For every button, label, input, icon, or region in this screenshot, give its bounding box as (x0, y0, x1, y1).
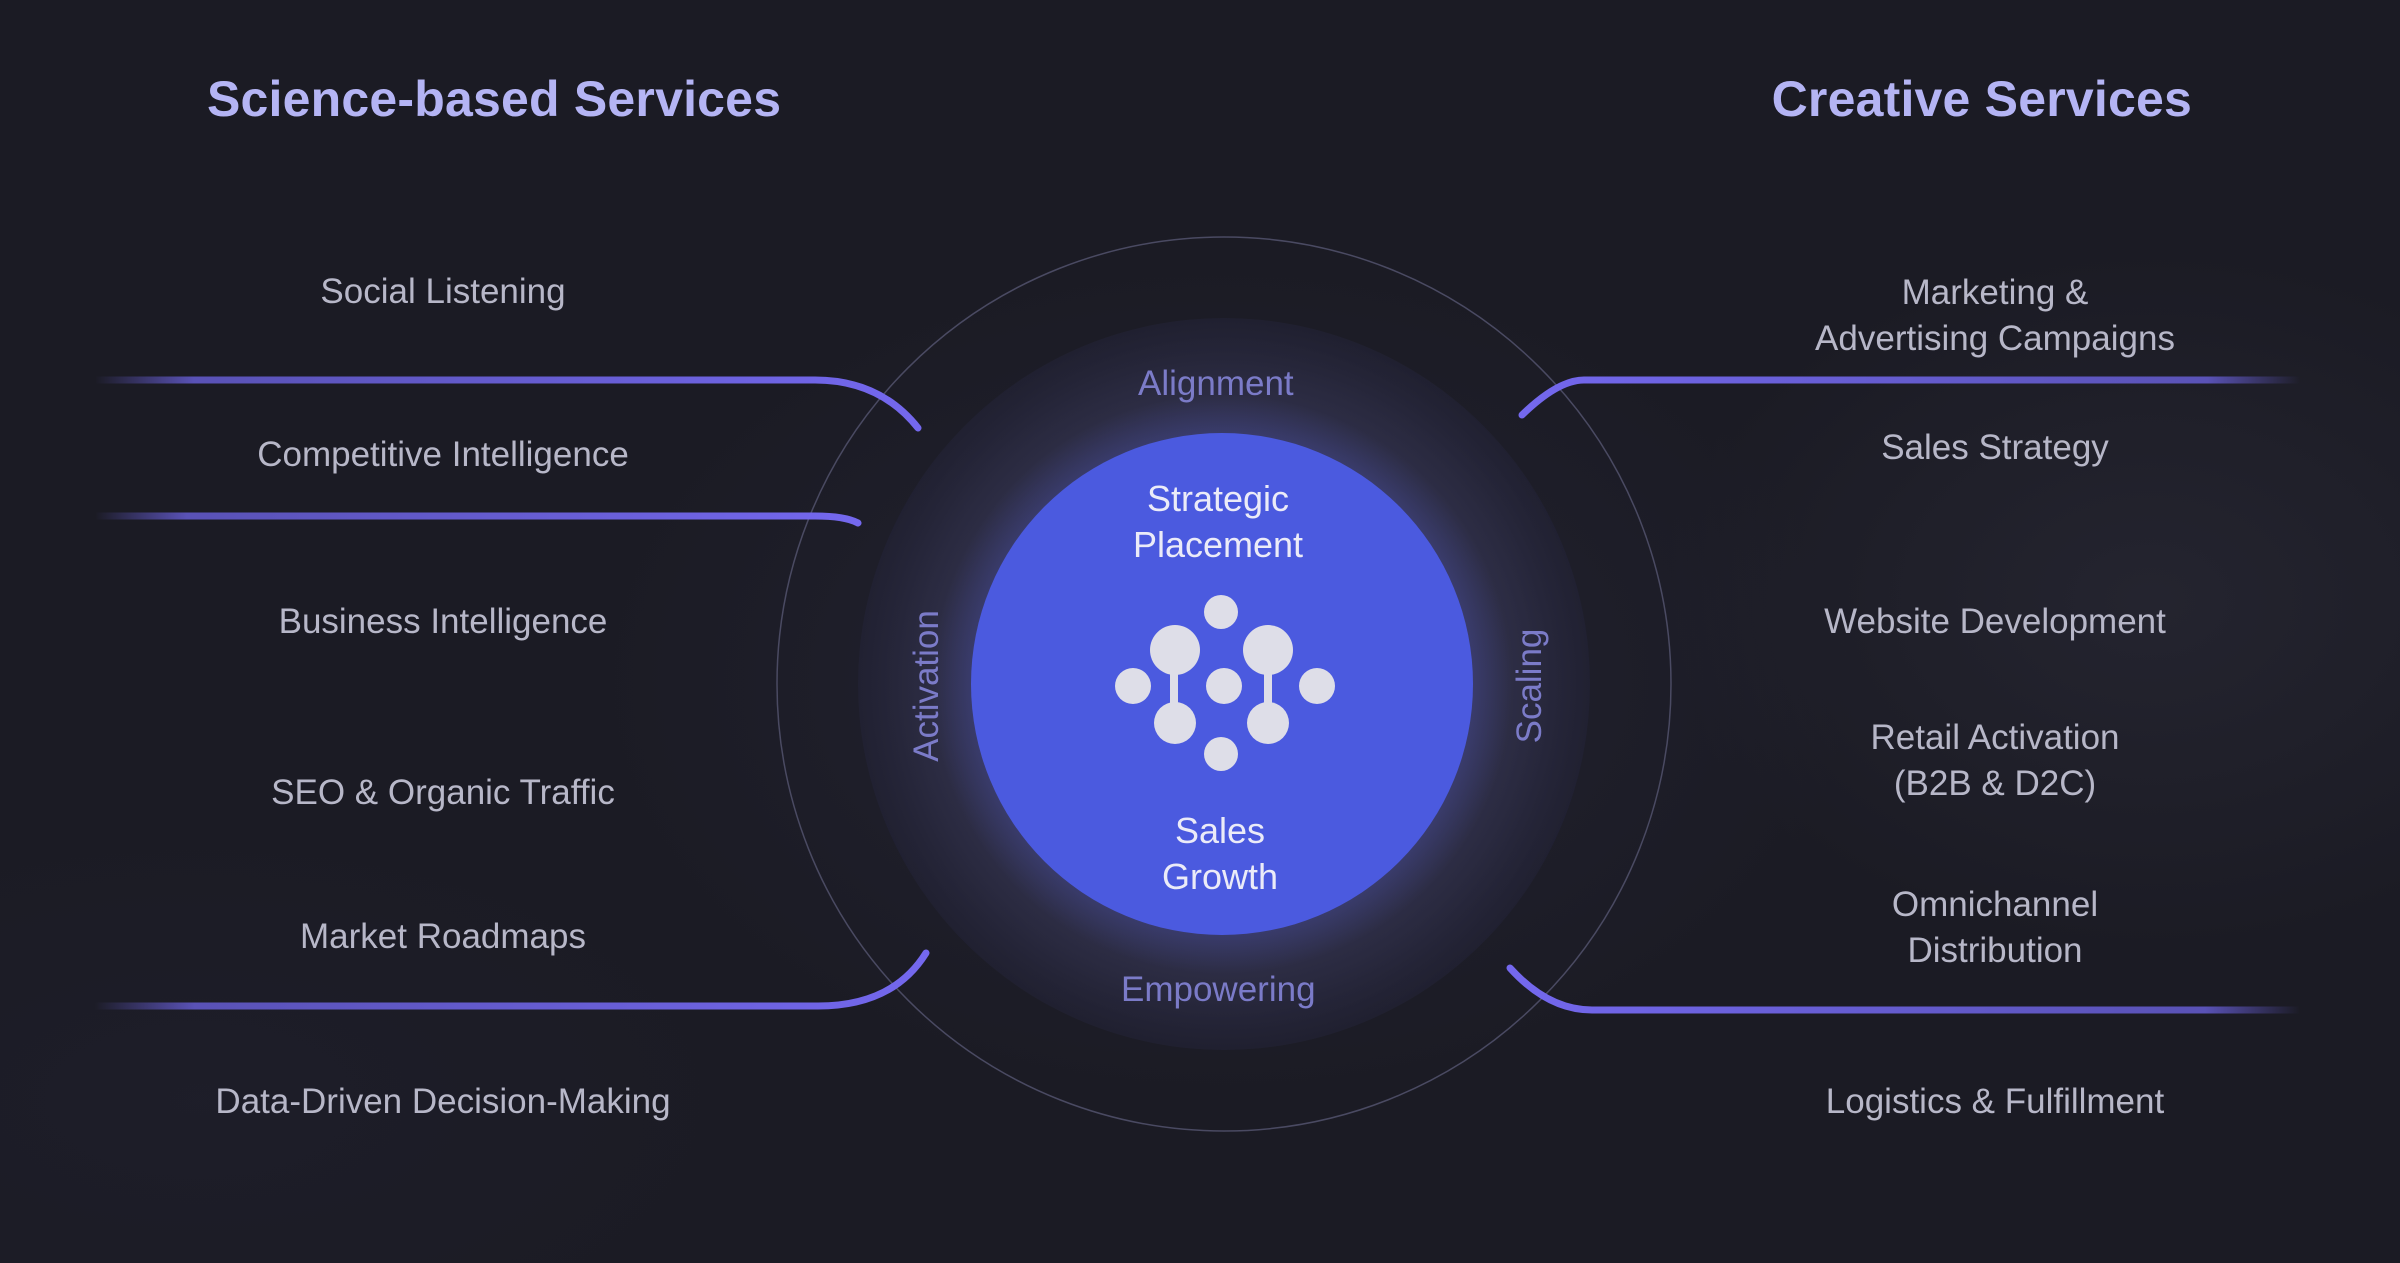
ring-label-activation: Activation (907, 610, 946, 762)
connector-line-1 (91, 376, 922, 432)
ring-label-scaling: Scaling (1510, 628, 1549, 744)
core-bottom-label: Sales Growth (1161, 810, 1279, 897)
creative-service-logistics-fulfillment: Logistics & Fulfillment (1825, 1082, 2165, 1121)
science-connector-lines (91, 376, 930, 1010)
ring-label-alignment: Alignment (1138, 364, 1294, 403)
creative-connector-lines (1506, 376, 2304, 1014)
science-service-business-intelligence: Business Intelligence (278, 602, 608, 641)
science-service-competitive-intelligence: Competitive Intelligence (257, 435, 629, 474)
connector-line-5 (91, 949, 930, 1010)
science-service-seo-organic-traffic: SEO & Organic Traffic (271, 773, 615, 812)
connector-line-6 (1518, 376, 2304, 419)
connector-line-10 (1506, 964, 2304, 1014)
core-top-label: Strategic Placement (1132, 478, 1304, 565)
ring-label-empowering: Empowering (1121, 970, 1316, 1009)
connector-line-2 (91, 512, 862, 527)
science-services-heading: Science-based Services (207, 71, 782, 127)
creative-service-marketing-advertising: Marketing & Advertising Campaigns (1815, 273, 2175, 358)
creative-services-heading: Creative Services (1771, 71, 2192, 127)
science-service-social-listening: Social Listening (320, 272, 566, 311)
creative-service-retail-activation: Retail Activation (B2B & D2C) (1870, 718, 2120, 803)
science-service-market-roadmaps: Market Roadmaps (300, 917, 586, 956)
creative-service-omnichannel-distribution: Omnichannel Distribution (1891, 885, 2099, 970)
science-service-data-driven-decision-making: Data-Driven Decision-Making (215, 1082, 671, 1121)
creative-service-website-development: Website Development (1824, 602, 2166, 641)
creative-service-sales-strategy: Sales Strategy (1881, 428, 2109, 467)
molecule-network-icon (1115, 595, 1335, 771)
